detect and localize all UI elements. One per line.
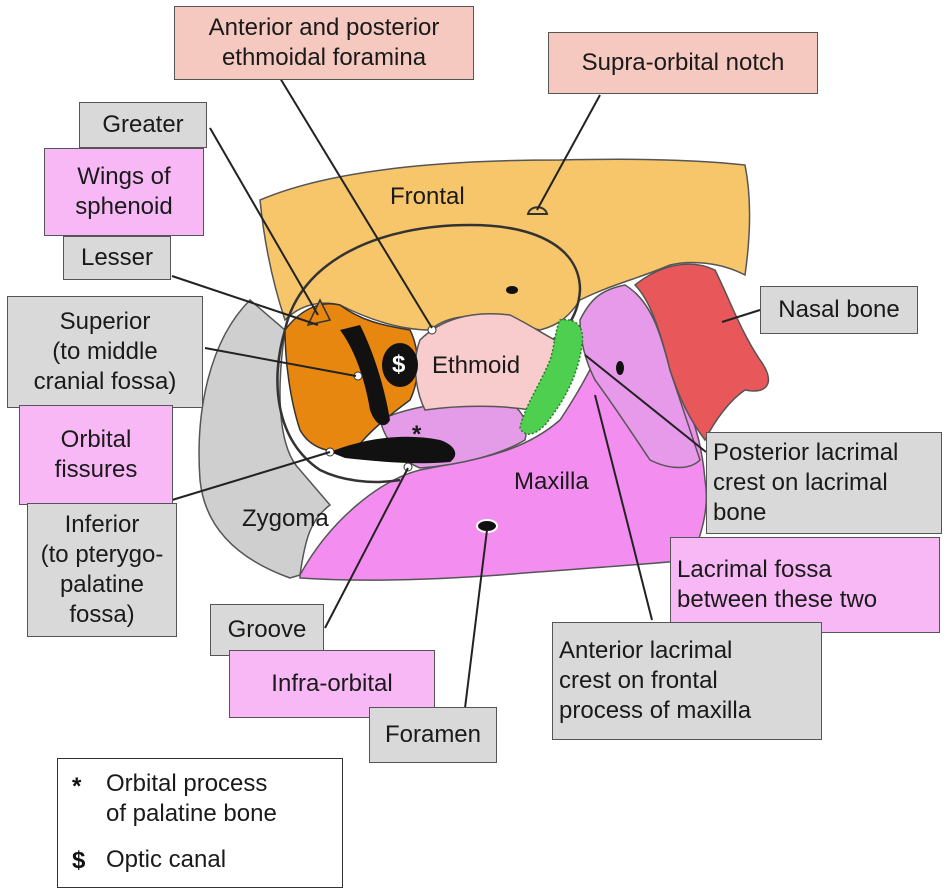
label-wings-of-sphenoid: Wings of sphenoid: [44, 148, 204, 236]
label-ant-post-ethmoidal: Anterior and posterior ethmoidal foramin…: [174, 6, 474, 80]
label-nasal-bone: Nasal bone: [760, 286, 918, 334]
label-lesser: Lesser: [63, 236, 171, 280]
label-greater: Greater: [79, 102, 207, 148]
frontal-label: Frontal: [390, 183, 465, 211]
optic-canal-marker: $: [392, 351, 405, 379]
label-superior-fissure: Superior (to middle cranial fossa): [7, 296, 203, 408]
palatine-marker: *: [412, 421, 421, 449]
label-orbital-fissures: Orbital fissures: [19, 405, 173, 505]
label-supra-orbital-notch: Supra-orbital notch: [548, 32, 818, 94]
zygoma-label: Zygoma: [242, 505, 329, 533]
lacrimal-crest-mark: [616, 361, 624, 375]
label-posterior-lacrimal-crest: Posterior lacrimal crest on lacrimal bon…: [706, 432, 942, 534]
legend: * Orbital process of palatine bone $ Opt…: [57, 758, 343, 888]
legend-dollar-symbol: $: [72, 847, 85, 875]
maxilla-label: Maxilla: [514, 468, 589, 496]
label-anterior-lacrimal-crest: Anterior lacrimal crest on frontal proce…: [552, 622, 822, 740]
legend-star-symbol: *: [72, 773, 81, 801]
label-foramen: Foramen: [369, 707, 497, 763]
legend-dollar-text: Optic canal: [106, 845, 226, 875]
label-inferior-fissure: Inferior (to pterygo- palatine fossa): [27, 503, 177, 637]
label-lacrimal-fossa: Lacrimal fossa between these two: [670, 537, 940, 633]
label-groove: Groove: [210, 604, 324, 656]
ethmoid-label: Ethmoid: [432, 352, 520, 380]
ethmoidal-foramen-mark: [506, 286, 518, 294]
legend-star-text: Orbital process of palatine bone: [106, 769, 277, 829]
